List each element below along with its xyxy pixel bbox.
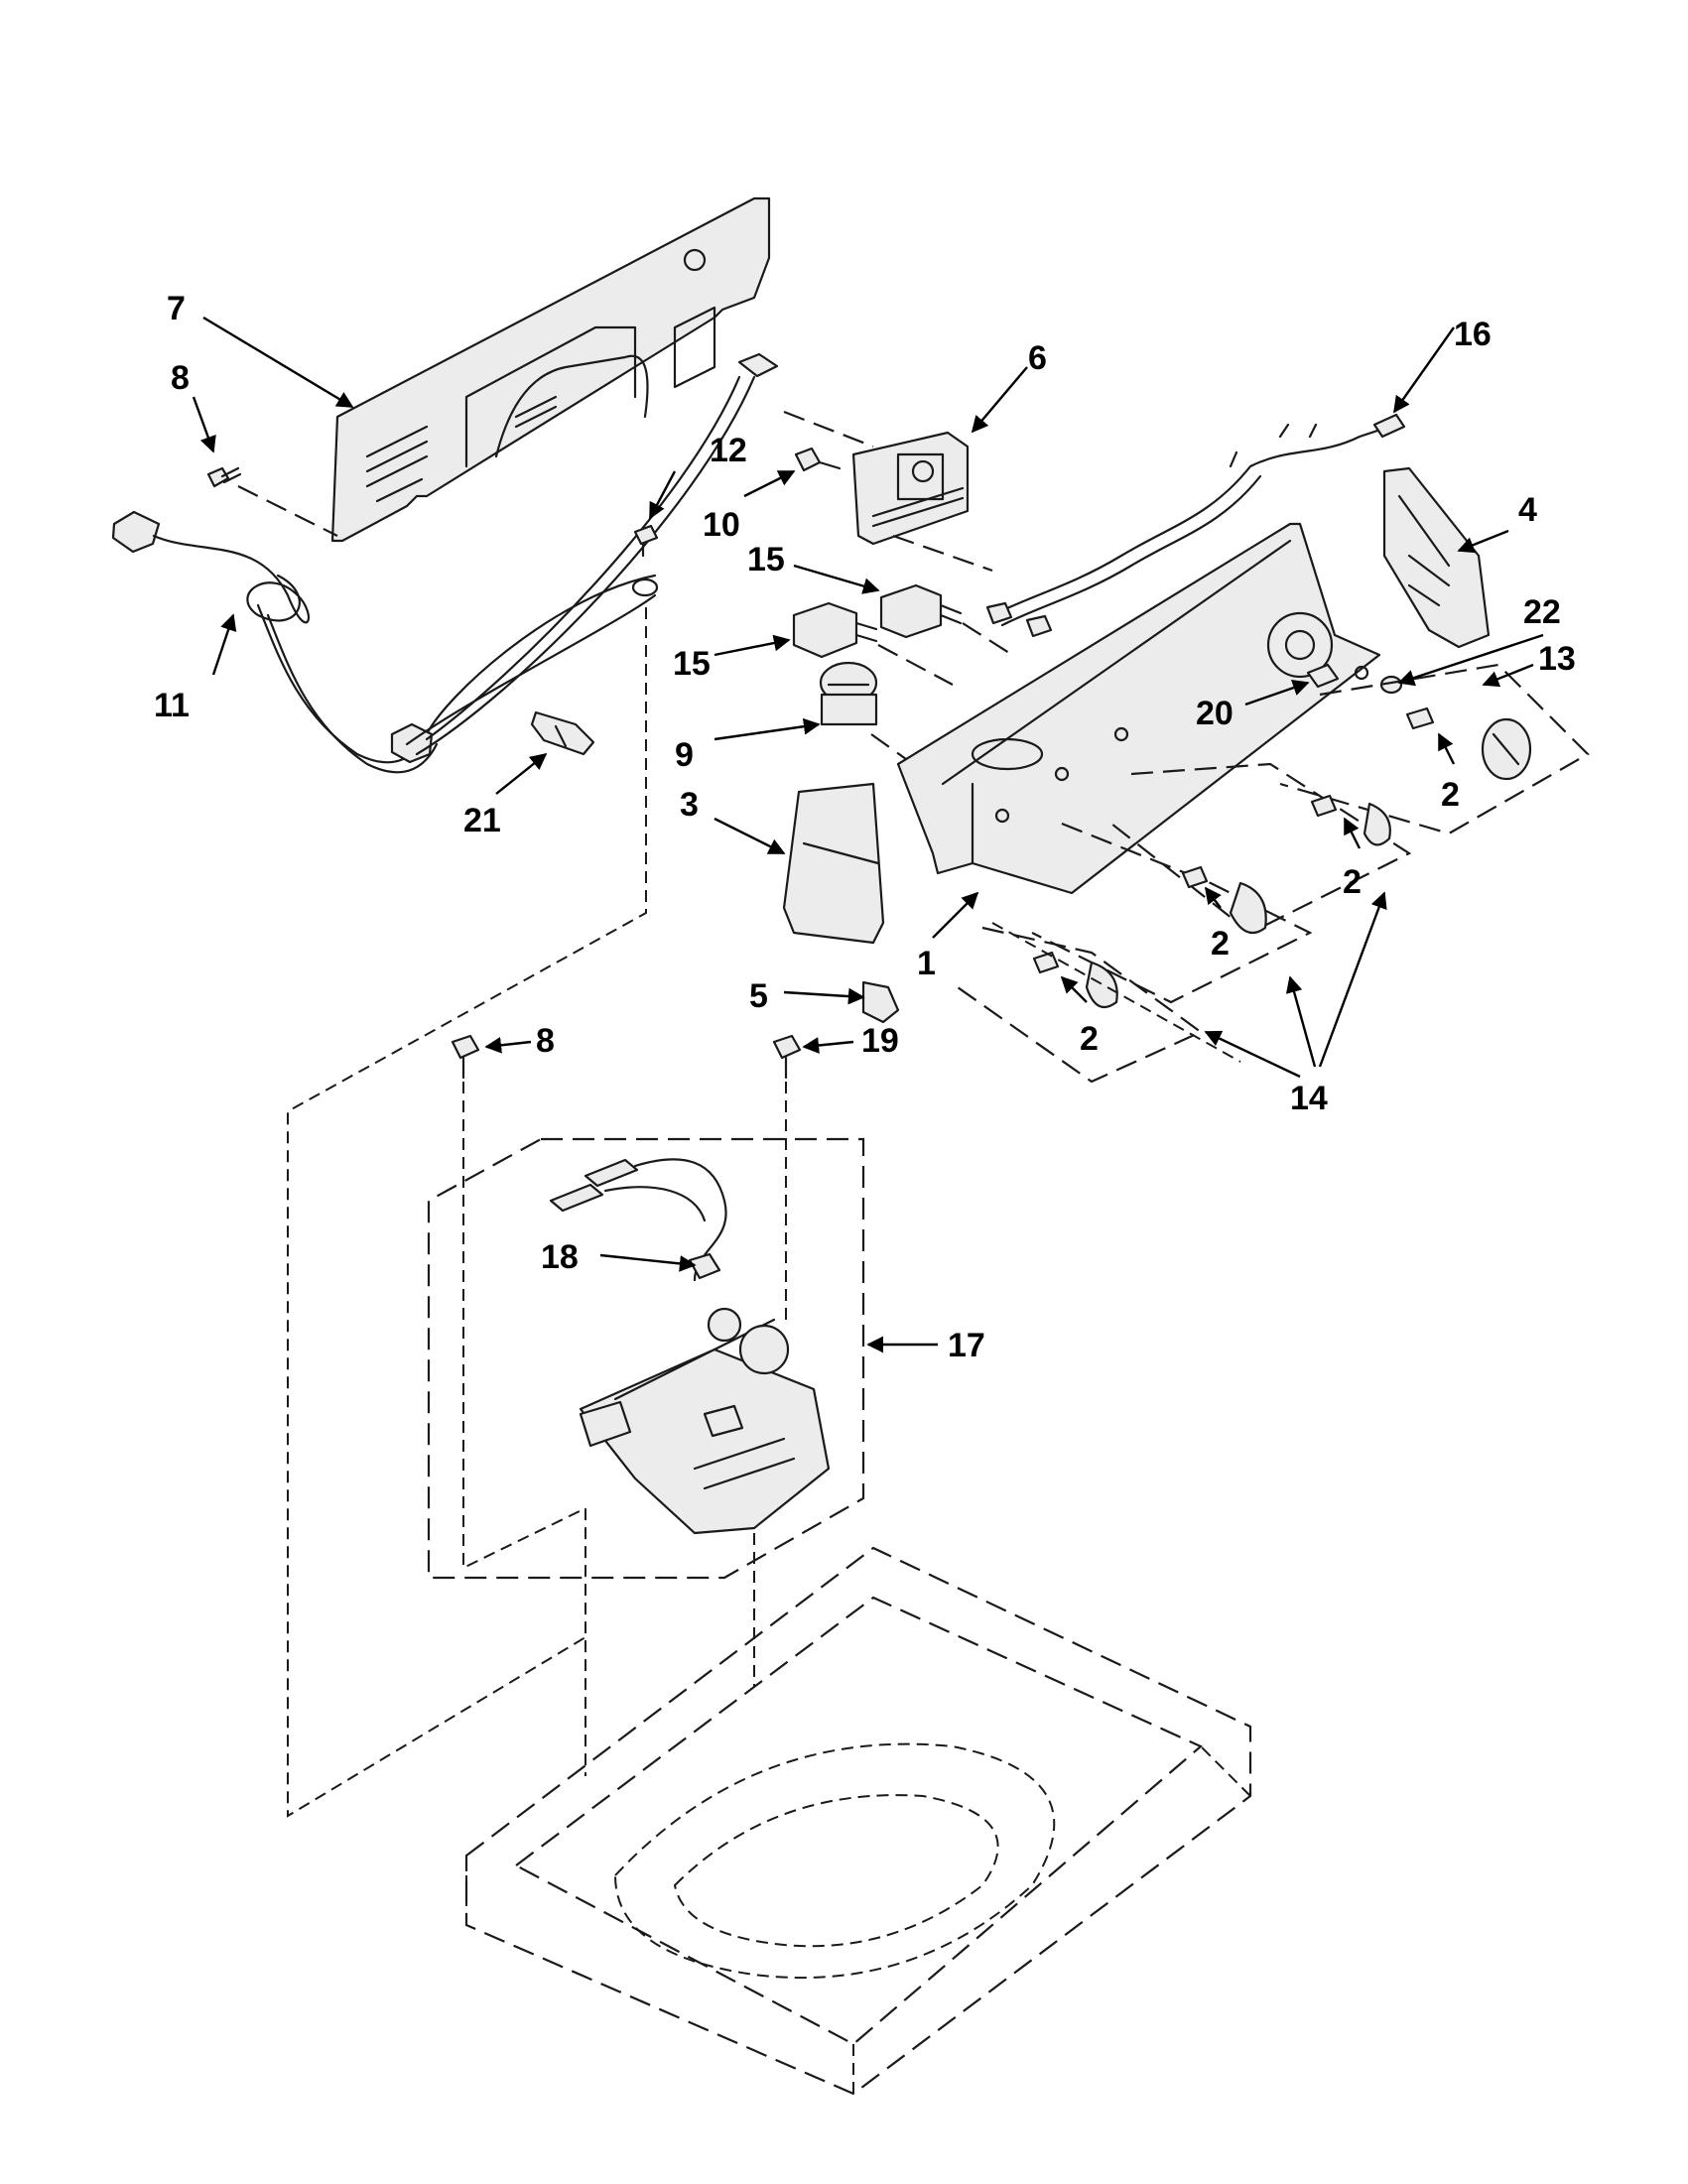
pressure-switch-part-9 [819,661,878,726]
callout-9: 9 [675,736,694,774]
knob-group-14-a [1110,762,1412,935]
callout-6: 6 [1028,339,1047,377]
callout-2-b: 2 [1343,863,1362,901]
clip-part-5 [861,980,900,1024]
power-cord-part [111,352,779,774]
leader-5 [783,987,865,1005]
callout-2-c: 2 [1211,925,1230,963]
callout-11: 11 [154,687,190,724]
knob-group-14-c [957,926,1204,1084]
leader-14-a [1204,1030,1301,1079]
knob-group-14-b [1031,822,1313,1004]
leader-8-lower [484,1036,532,1054]
leader-14-c [1318,891,1387,1068]
callout-12: 12 [710,432,747,469]
leader-2-a [1437,732,1456,765]
callout-15-upper: 15 [747,541,785,578]
leader-10 [743,469,796,498]
leader-4 [1457,529,1509,554]
leader-2-b [1343,817,1362,849]
screw-part-10 [794,447,842,472]
leader-12 [648,470,677,520]
valve-harness-part-18 [549,1158,727,1282]
screw-part-8-lower [451,1034,480,1080]
callout-5: 5 [749,977,768,1015]
water-valve-part-17 [579,1307,831,1535]
leader-1 [932,891,979,939]
leader-18 [599,1253,697,1272]
leader-21 [495,752,548,795]
knob-shaft-part-20 [1306,663,1340,689]
callout-20: 20 [1196,695,1234,732]
callout-13: 13 [1538,640,1576,678]
leader-7 [202,316,354,409]
cabinet-top-outline [464,1546,1252,2096]
callout-4: 4 [1518,491,1537,529]
leader-20 [1244,680,1310,707]
callout-18: 18 [541,1238,579,1276]
screw-part-19 [772,1034,802,1080]
callout-3: 3 [680,786,699,824]
callout-7: 7 [167,290,186,327]
cover-part-3 [782,782,885,945]
control-board-part [851,431,970,546]
knob-group-13 [1279,663,1590,835]
leader-16 [1393,326,1455,414]
leader-15-lower [714,634,791,657]
callout-21: 21 [463,802,501,839]
leader-11 [211,613,237,676]
callout-10: 10 [703,506,740,544]
assembly-box-17 [427,1137,865,1580]
ground-screw-part-12 [631,524,659,597]
wire-harness-part-16 [985,413,1406,638]
callout-1: 1 [917,945,936,982]
leader-6 [971,366,1028,434]
switch-part-15-lower [792,601,878,659]
leader-2-c [1204,886,1222,909]
leader-3 [714,817,786,855]
console-part-1 [896,522,1381,895]
leader-8-top [192,396,216,453]
callout-15-lower: 15 [673,645,711,683]
screw-part-8-top [206,466,242,488]
leader-2-d [1060,975,1088,1003]
leader-19 [802,1037,854,1054]
leader-13 [1482,663,1534,688]
leader-22 [1397,633,1544,687]
callout-2-d: 2 [1080,1020,1099,1058]
callout-16: 16 [1454,316,1492,353]
leader-9 [714,717,821,741]
callout-19: 19 [861,1022,899,1060]
leader-14-b [1285,975,1317,1068]
callout-8-lower: 8 [536,1022,555,1060]
clip-part-21 [530,710,595,756]
callout-22: 22 [1523,593,1561,631]
callout-2-a: 2 [1441,776,1460,814]
leader-15-upper [793,564,880,594]
switch-part-15-upper [879,583,963,639]
end-cap-part-4 [1382,466,1491,649]
callout-17: 17 [948,1327,985,1364]
callout-8-top: 8 [171,359,190,397]
callout-14: 14 [1290,1080,1328,1117]
rear-panel-part [330,196,771,543]
